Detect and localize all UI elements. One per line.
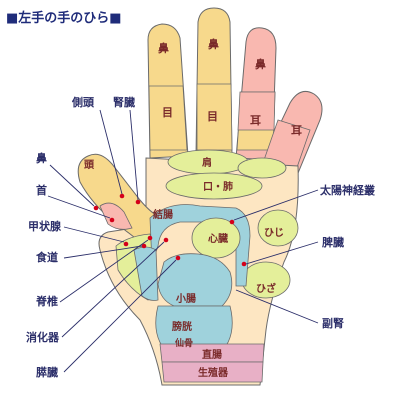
point-solar-plexus <box>229 219 235 225</box>
zone-shoulder: 肩 <box>202 156 212 169</box>
leader-pancreas <box>63 259 177 373</box>
shoulder-zone-right <box>237 157 287 179</box>
callout-thyroid: 甲状腺 <box>28 219 62 233</box>
point-digestive <box>163 237 169 243</box>
callout-temple: 側頭 <box>71 95 95 109</box>
thumb-pink-band <box>99 202 133 230</box>
point-pancreas <box>175 255 181 261</box>
point-kidney <box>135 199 141 205</box>
mouth-lung-zone <box>165 172 263 200</box>
callout-lines <box>47 109 319 373</box>
leader-adrenal <box>235 289 319 324</box>
zone-nose-middle: 鼻 <box>208 37 219 51</box>
left-blue-strip <box>133 246 159 301</box>
reflex-points <box>93 193 247 267</box>
zone-mouth-lung: 口・肺 <box>203 180 233 193</box>
callout-labels: 側頭 腎臓 鼻 首 甲状腺 食道 脊椎 消化器 膵臓 太陽神経叢 脾臓 副腎 <box>26 95 375 379</box>
zone-ear-pinky: 耳 <box>291 124 302 137</box>
zone-head: 頭 <box>84 159 95 171</box>
zone-labels: 鼻 鼻 鼻 目 目 耳 耳 肩 口・肺 頭 結腸 心臓 ひじ ひざ 小腸 膀胱 … <box>84 37 302 379</box>
zone-genitals: 生殖器 <box>198 366 229 379</box>
callout-adrenal: 副腎 <box>322 316 344 330</box>
leader-spine <box>59 239 149 303</box>
zone-knee: ひざ <box>256 282 276 295</box>
leader-esophagus <box>63 245 143 259</box>
leader-temple <box>99 109 123 195</box>
callout-spine: 脊椎 <box>35 294 58 308</box>
zone-nose-index: 鼻 <box>158 41 169 55</box>
callout-kidney: 腎臓 <box>113 95 135 109</box>
callout-spleen: 脾臓 <box>322 235 344 249</box>
zone-eye-index: 目 <box>162 106 173 119</box>
elbow-zone <box>257 209 299 247</box>
zone-nose-ring: 鼻 <box>255 57 266 71</box>
heart-zone <box>191 217 241 259</box>
callout-pancreas: 膵臓 <box>36 365 58 379</box>
zone-eye-middle: 目 <box>207 110 218 123</box>
leader-nose <box>49 164 95 207</box>
leader-neck <box>47 195 111 219</box>
leader-solar-plexus <box>233 189 319 221</box>
colon-zone <box>149 204 251 287</box>
callout-nose: 鼻 <box>36 151 47 165</box>
genitals-zone <box>161 361 264 383</box>
point-nose <box>93 205 99 211</box>
index-lower-band <box>148 85 188 151</box>
ring-upper-pink <box>237 91 276 131</box>
point-thyroid <box>123 241 129 247</box>
zone-small-intestine: 小腸 <box>175 292 196 305</box>
zone-bladder: 膀胱 <box>171 320 192 333</box>
callout-solar-plexus: 太陽神経叢 <box>319 183 375 197</box>
leader-kidney <box>129 109 139 201</box>
callout-esophagus: 食道 <box>36 250 58 264</box>
leader-spleen <box>245 241 319 265</box>
point-temple <box>119 193 125 199</box>
zone-colon: 結腸 <box>153 208 173 221</box>
zone-sacrum: 仙骨 <box>175 337 193 349</box>
small-intestine-zone <box>157 253 233 307</box>
leader-digestive <box>61 241 165 338</box>
callout-digestive: 消化器 <box>26 330 60 344</box>
bladder-zone <box>155 305 233 347</box>
zone-elbow: ひじ <box>264 227 284 239</box>
middle-lower-band <box>196 83 233 151</box>
zone-heart: 心臓 <box>208 232 228 245</box>
callout-neck: 首 <box>36 183 47 197</box>
point-spleen <box>241 261 247 267</box>
point-spine <box>147 235 153 241</box>
page-title: ■左手の手のひら■ <box>6 10 122 26</box>
point-esophagus <box>141 243 147 249</box>
leader-thyroid <box>63 226 125 243</box>
zone-ear-ring: 耳 <box>250 114 261 127</box>
zone-rectum: 直腸 <box>202 348 222 361</box>
finger-bands <box>148 83 311 177</box>
point-neck <box>109 217 115 223</box>
